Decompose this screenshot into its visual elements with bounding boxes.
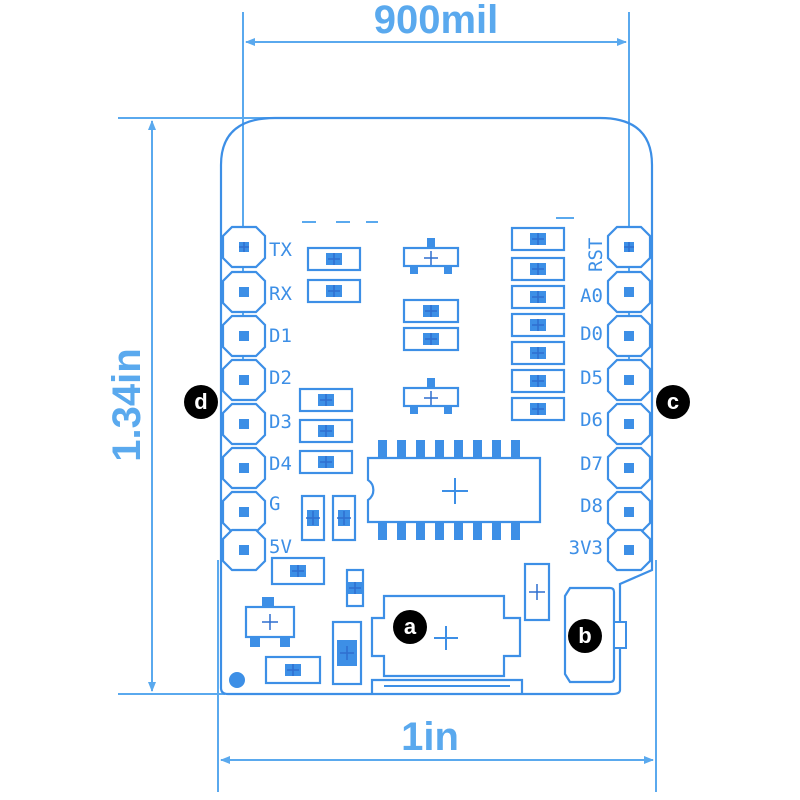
pin-label-left: D1 [269,325,292,347]
pin-label-left: D3 [269,411,292,433]
mounting-dot [229,672,245,688]
pin-label-right: D7 [580,453,603,475]
large-crosses [434,478,468,650]
pin-label-right-rst: RST [585,238,607,272]
dimension-bottom-label: 1in [401,715,459,759]
right-header [606,225,652,572]
pin-label-left: 5V [269,536,292,558]
board-outline [219,116,654,696]
marker-b: b [568,619,602,653]
silkscreen-dashes [302,217,574,223]
marker-d: d [184,385,218,419]
pin-label-left: RX [269,283,292,305]
left-pin-labels: TX RX D1 D2 D3 D4 G 5V [269,239,292,558]
dimension-lines [118,12,657,792]
pin-label-right: D8 [580,495,603,517]
pin-label-left: TX [269,239,292,261]
pin-label-left: D2 [269,367,292,389]
marker-d-label: d [194,389,207,414]
marker-a: a [393,610,427,644]
pin-label-right: D6 [580,409,603,431]
component-centers [239,233,634,676]
marker-c-label: c [667,389,679,414]
dimension-top-label: 900mil [374,0,499,42]
reset-button-tab [613,621,627,649]
pin-label-left: D4 [269,453,292,475]
pin-label-right: D5 [580,367,603,389]
usb-shell-base [370,678,524,694]
left-header [221,225,267,572]
pin-label-right: 3V3 [569,537,603,559]
dimension-left-label: 1.34in [105,348,149,461]
pin-label-right: A0 [580,285,603,307]
right-pin-labels: RST A0 D0 D5 D6 D7 D8 3V3 [569,238,607,559]
pin-label-left: G [269,493,280,515]
marker-b-label: b [578,623,591,648]
pin-label-right: D0 [580,323,603,345]
marker-c: c [656,385,690,419]
smd-components [264,226,566,685]
marker-a-label: a [404,614,417,639]
